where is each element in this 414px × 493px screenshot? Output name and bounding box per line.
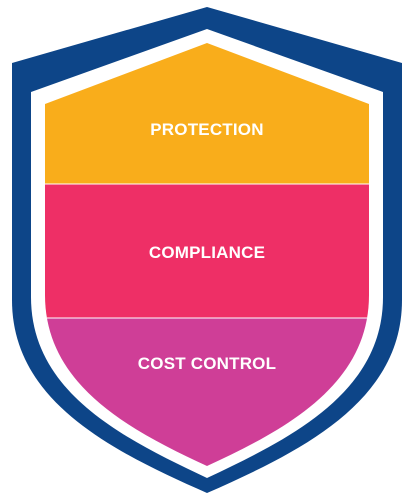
label-protection: PROTECTION bbox=[150, 120, 263, 139]
label-cost-control: COST CONTROL bbox=[138, 354, 276, 373]
band-compliance bbox=[45, 184, 369, 318]
label-compliance: COMPLIANCE bbox=[149, 243, 265, 262]
